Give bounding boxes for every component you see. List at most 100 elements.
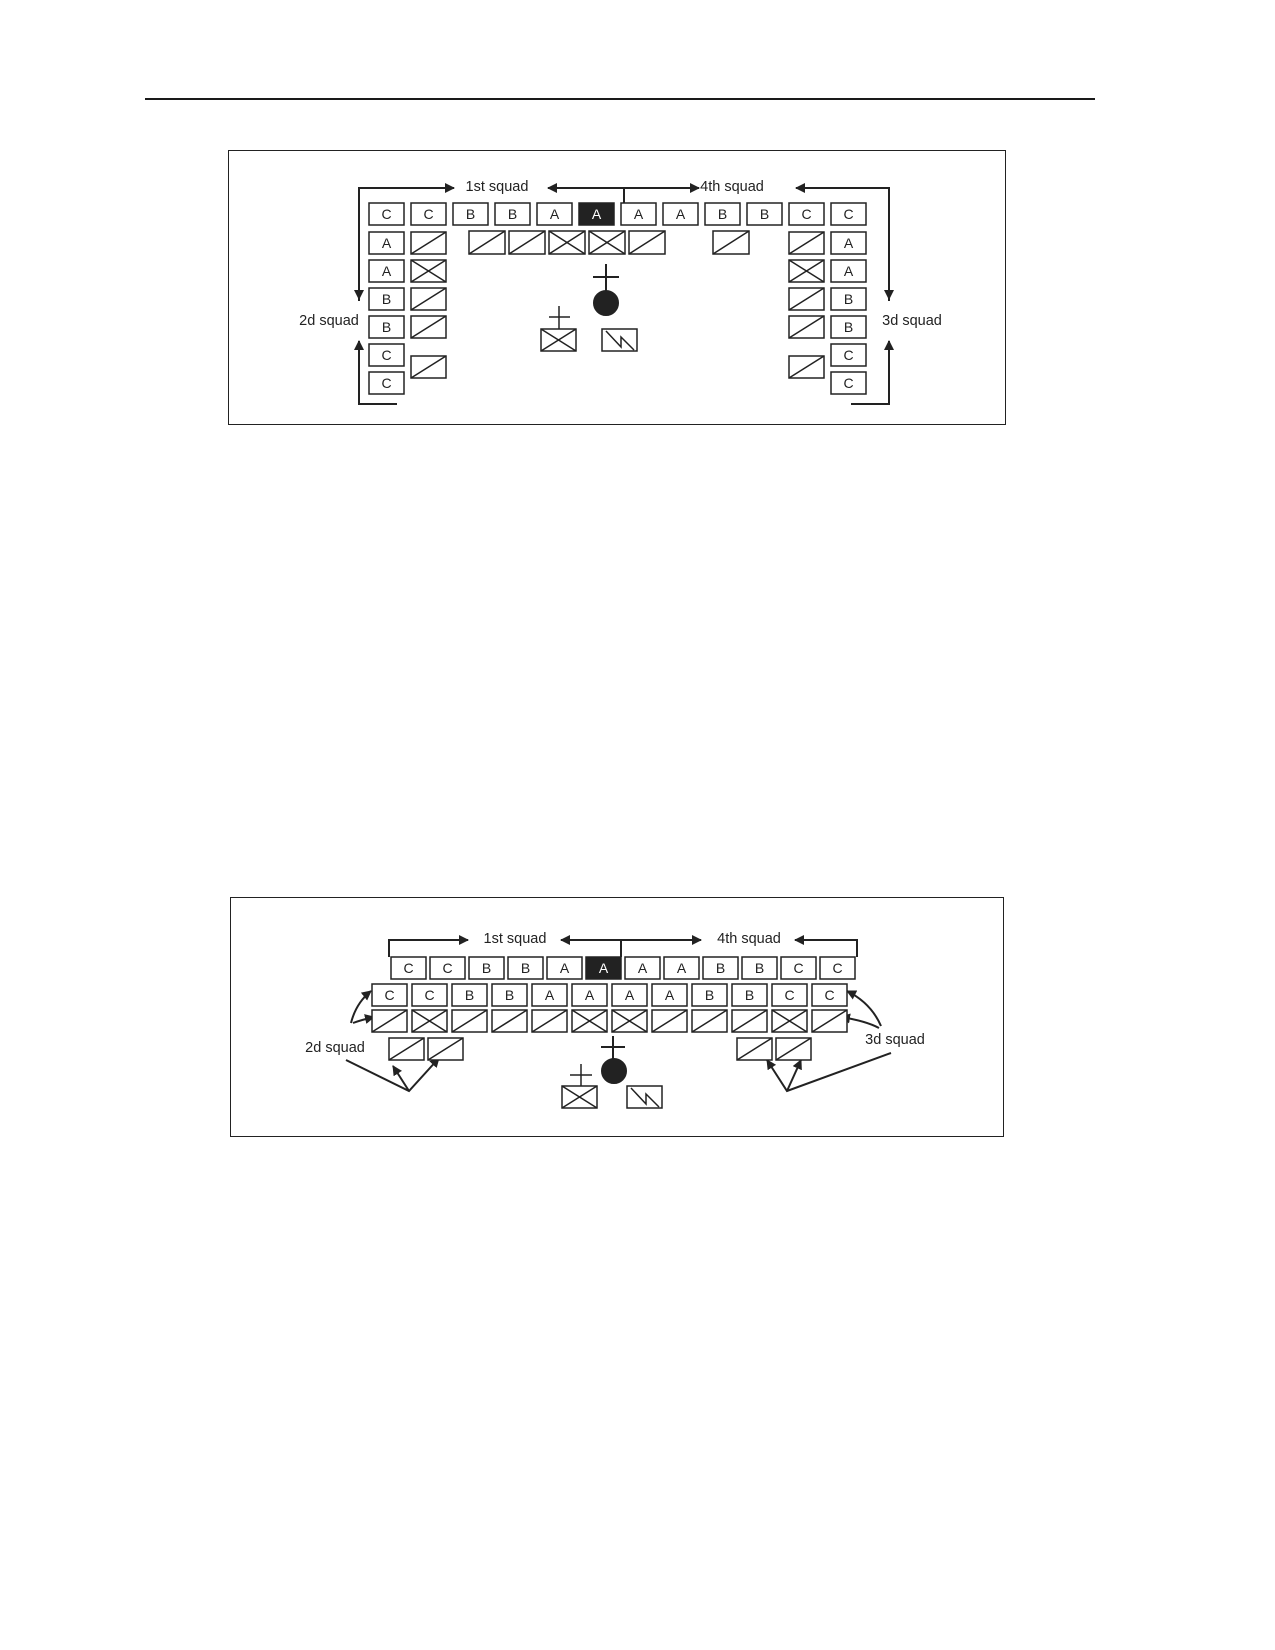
svg-text:C: C: [384, 987, 394, 1003]
svg-text:C: C: [381, 347, 391, 363]
vehicle-single-diagonal-icon: [410, 315, 447, 339]
svg-text:C: C: [843, 206, 853, 222]
svg-text:C: C: [843, 375, 853, 391]
svg-text:C: C: [793, 960, 803, 976]
svg-text:A: A: [545, 987, 555, 1003]
radio-lightning-box-icon: [601, 328, 638, 352]
svg-text:A: A: [844, 263, 854, 279]
svg-text:B: B: [465, 987, 474, 1003]
vehicle-single-diagonal-icon: [508, 230, 546, 255]
vehicle-single-diagonal-icon: [788, 287, 825, 311]
svg-text:A: A: [585, 987, 595, 1003]
svg-text:B: B: [505, 987, 514, 1003]
svg-text:C: C: [843, 347, 853, 363]
figure-2-formation-diagram: 1st squad 4th squad 2d squad 3d squad C …: [230, 897, 1004, 1137]
figure-1-formation-diagram: 1st squad 4th squad 2d squad 3d squad C …: [228, 150, 1006, 425]
vehicle-x-box-icon: [411, 1009, 448, 1033]
svg-text:B: B: [382, 319, 391, 335]
vehicle-x-box-icon: [571, 1009, 608, 1033]
vehicle-single-diagonal-icon: [788, 231, 825, 255]
svg-text:A: A: [560, 960, 570, 976]
label-2d-squad: 2d squad: [299, 313, 359, 329]
svg-text:B: B: [844, 291, 853, 307]
svg-text:A: A: [665, 987, 675, 1003]
svg-text:A: A: [638, 960, 648, 976]
vehicle-single-diagonal-icon: [691, 1009, 728, 1033]
vehicle-x-box-icon: [588, 230, 626, 255]
svg-text:C: C: [403, 960, 413, 976]
vehicle-x-box-icon: [771, 1009, 808, 1033]
svg-text:C: C: [381, 375, 391, 391]
vehicle-single-diagonal-icon: [371, 1009, 408, 1033]
medic-x-box-icon: [561, 1064, 598, 1109]
svg-text:B: B: [521, 960, 530, 976]
squad-arrows: [354, 183, 894, 405]
leader-cross-circle-icon: [593, 264, 619, 316]
vehicle-single-diagonal-icon: [788, 355, 825, 379]
svg-text:A: A: [634, 206, 644, 222]
svg-text:B: B: [508, 206, 517, 222]
label-1st-squad: 1st squad: [484, 931, 547, 947]
leader-cross-circle-icon: [601, 1036, 627, 1084]
label-4th-squad: 4th squad: [717, 931, 781, 947]
label-2d-squad: 2d squad: [305, 1040, 365, 1056]
svg-text:B: B: [718, 206, 727, 222]
svg-text:B: B: [482, 960, 491, 976]
svg-text:B: B: [844, 319, 853, 335]
svg-text:A: A: [382, 235, 392, 251]
vehicle-single-diagonal-icon: [468, 230, 506, 255]
vehicle-single-diagonal-icon: [388, 1037, 425, 1061]
fig1-left-column: A A B B C C: [368, 231, 405, 395]
label-4th-squad: 4th squad: [700, 179, 764, 195]
figure-1-svg: 1st squad 4th squad 2d squad 3d squad C …: [299, 179, 942, 405]
fig1-top-row: C C B B A A A A B B C C: [368, 202, 867, 226]
svg-text:B: B: [716, 960, 725, 976]
vehicle-single-diagonal-icon: [736, 1037, 773, 1061]
svg-text:A: A: [550, 206, 560, 222]
vehicle-single-diagonal-icon: [451, 1009, 488, 1033]
svg-text:C: C: [442, 960, 452, 976]
vehicle-x-box-icon: [410, 259, 447, 283]
svg-text:C: C: [832, 960, 842, 976]
svg-text:B: B: [382, 291, 391, 307]
svg-text:B: B: [466, 206, 475, 222]
radio-lightning-box-icon: [626, 1085, 663, 1109]
vehicle-single-diagonal-icon: [788, 315, 825, 339]
label-1st-squad: 1st squad: [466, 179, 529, 195]
vehicle-single-diagonal-icon: [410, 355, 447, 379]
label-3d-squad: 3d squad: [882, 313, 942, 329]
vehicle-single-diagonal-icon: [811, 1009, 848, 1033]
svg-text:B: B: [745, 987, 754, 1003]
fig1-vehicle-symbols: [410, 230, 825, 379]
svg-text:A: A: [592, 206, 602, 222]
medic-x-box-icon: [540, 306, 577, 352]
label-3d-squad: 3d squad: [865, 1032, 925, 1048]
page-header-rule: [145, 98, 1095, 100]
svg-text:A: A: [625, 987, 635, 1003]
vehicle-single-diagonal-icon: [531, 1009, 568, 1033]
vehicle-single-diagonal-icon: [427, 1037, 464, 1061]
squad-arrows: [345, 935, 892, 1093]
vehicle-single-diagonal-icon: [775, 1037, 812, 1061]
fig2-second-row: C C B B A A A A B B C C: [371, 983, 848, 1007]
highlighted-leader-cell: [585, 956, 622, 980]
svg-text:C: C: [824, 987, 834, 1003]
svg-text:A: A: [599, 960, 609, 976]
fig1-right-column: A A B B C C: [830, 231, 867, 395]
vehicle-x-box-icon: [548, 230, 586, 255]
vehicle-single-diagonal-icon: [712, 230, 750, 255]
svg-text:C: C: [423, 206, 433, 222]
svg-text:B: B: [755, 960, 764, 976]
svg-text:C: C: [801, 206, 811, 222]
vehicle-single-diagonal-icon: [628, 230, 666, 255]
svg-text:B: B: [760, 206, 769, 222]
vehicle-single-diagonal-icon: [491, 1009, 528, 1033]
highlighted-leader-cell: [578, 202, 615, 226]
fig2-top-row: C C B B A A A A B B C C: [390, 956, 856, 980]
vehicle-single-diagonal-icon: [410, 287, 447, 311]
vehicle-single-diagonal-icon: [731, 1009, 768, 1033]
svg-text:C: C: [381, 206, 391, 222]
svg-text:A: A: [382, 263, 392, 279]
svg-text:C: C: [424, 987, 434, 1003]
figure-2-svg: 1st squad 4th squad 2d squad 3d squad C …: [305, 931, 925, 1109]
